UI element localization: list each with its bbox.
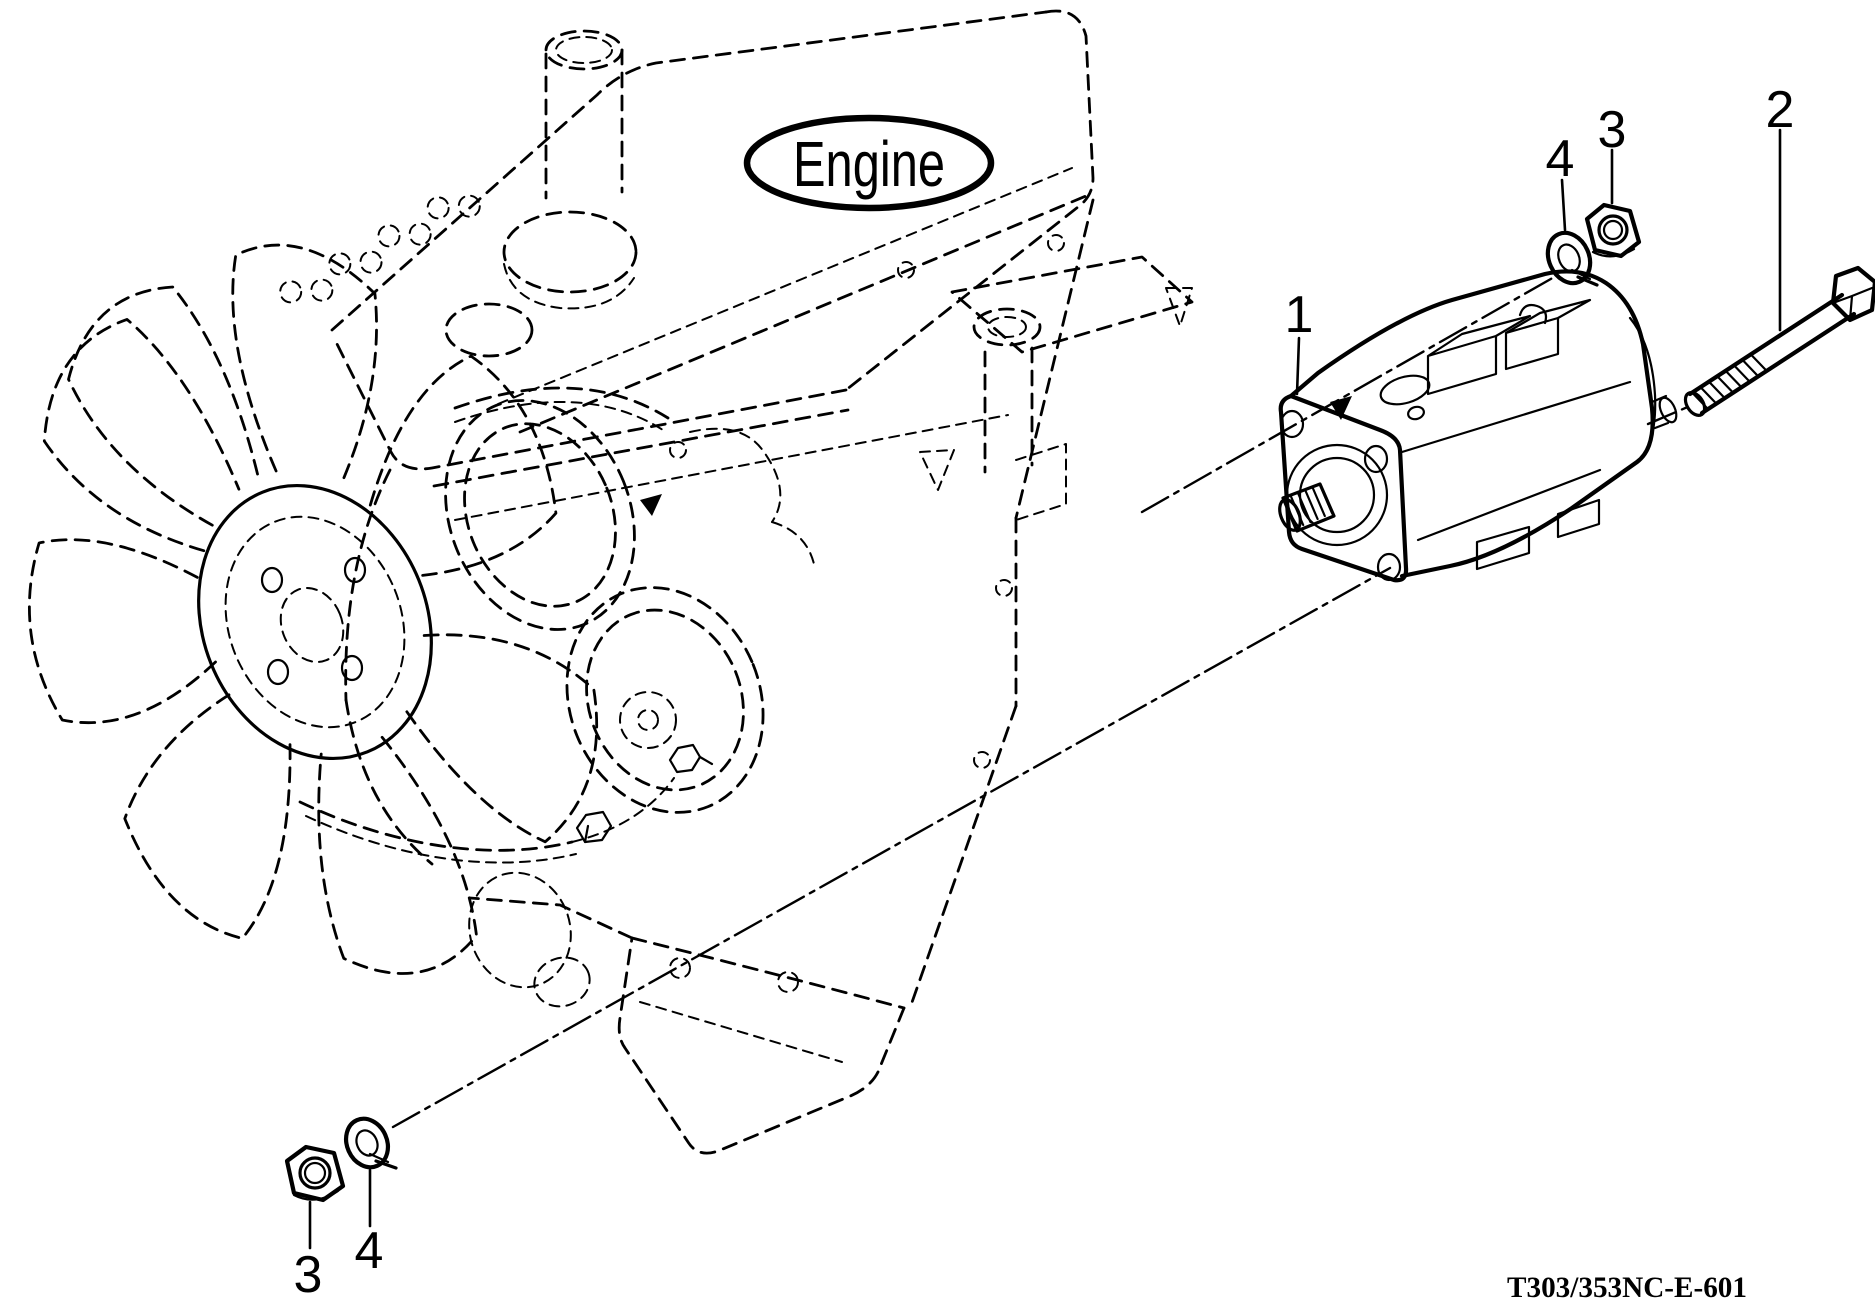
pump-foot: [1556, 498, 1601, 539]
lock-washer-top-part-4: [1545, 230, 1599, 287]
flange-hole: [1279, 409, 1305, 439]
leader-line-4-top: [1560, 178, 1567, 232]
bolt-tip: [1683, 391, 1707, 417]
centerline-lower-stud: [391, 566, 1392, 1129]
oil-filler-neck: [444, 29, 638, 358]
callout-3-top: 3: [1598, 101, 1627, 159]
pump-rear-stub: [1658, 396, 1678, 424]
pump-body: [1288, 269, 1655, 579]
callout-4-bottom: 4: [355, 1222, 384, 1280]
assembly-arrow-icon: [640, 494, 662, 516]
assembly-arrow-icon: [1165, 287, 1193, 327]
leader-line-1: [1295, 336, 1301, 396]
pump-foot: [1475, 525, 1531, 571]
flange-hole: [1376, 552, 1402, 582]
hydraulic-pump-part-1: [1278, 269, 1678, 583]
callout-4-top: 4: [1546, 130, 1575, 188]
callout-1: 1: [1285, 286, 1314, 344]
drive-belt: [453, 386, 670, 420]
drawing-code: T303/353NC-E-601: [1507, 1271, 1747, 1304]
engine-bolt-icon: [668, 743, 702, 774]
flange-hole: [1363, 444, 1389, 474]
timing-chain: [279, 194, 481, 304]
valve-cover: [330, 9, 1095, 488]
bolt-threads: [1690, 352, 1767, 409]
engine-block: [344, 198, 1095, 1010]
fan-blades: [27, 243, 599, 975]
callout-3-bottom: 3: [294, 1246, 323, 1304]
assembly-arrow-icon: [919, 449, 955, 491]
engine-label-oval: Engine: [743, 114, 995, 212]
engine-mount-bracket: [919, 255, 1194, 491]
oil-pan: [468, 871, 906, 1155]
hex-nut-top-part-3: [1584, 202, 1642, 259]
lock-washer-bottom-part-4: [343, 1116, 398, 1170]
fan-hub: [197, 483, 433, 761]
pump-mounting-flange: [1278, 393, 1409, 583]
hex-nut-bottom-part-3: [284, 1144, 346, 1203]
callout-2: 2: [1766, 81, 1795, 139]
cooling-fan: [27, 243, 599, 975]
centerline-upper-stud: [1140, 274, 1558, 514]
engine-nut-icon: [575, 810, 613, 844]
bolt-shaft: [1687, 292, 1845, 397]
pump-port-block: [1504, 298, 1592, 371]
engine-assembly-drawing: [27, 9, 1194, 1155]
pulleys-and-belt: [298, 386, 765, 864]
assembly-arrow-icon: [1330, 396, 1352, 420]
engine-label: Engine: [793, 128, 945, 200]
pump-splined-shaft: [1278, 482, 1336, 533]
mounting-bolt-part-2: [1683, 265, 1875, 417]
